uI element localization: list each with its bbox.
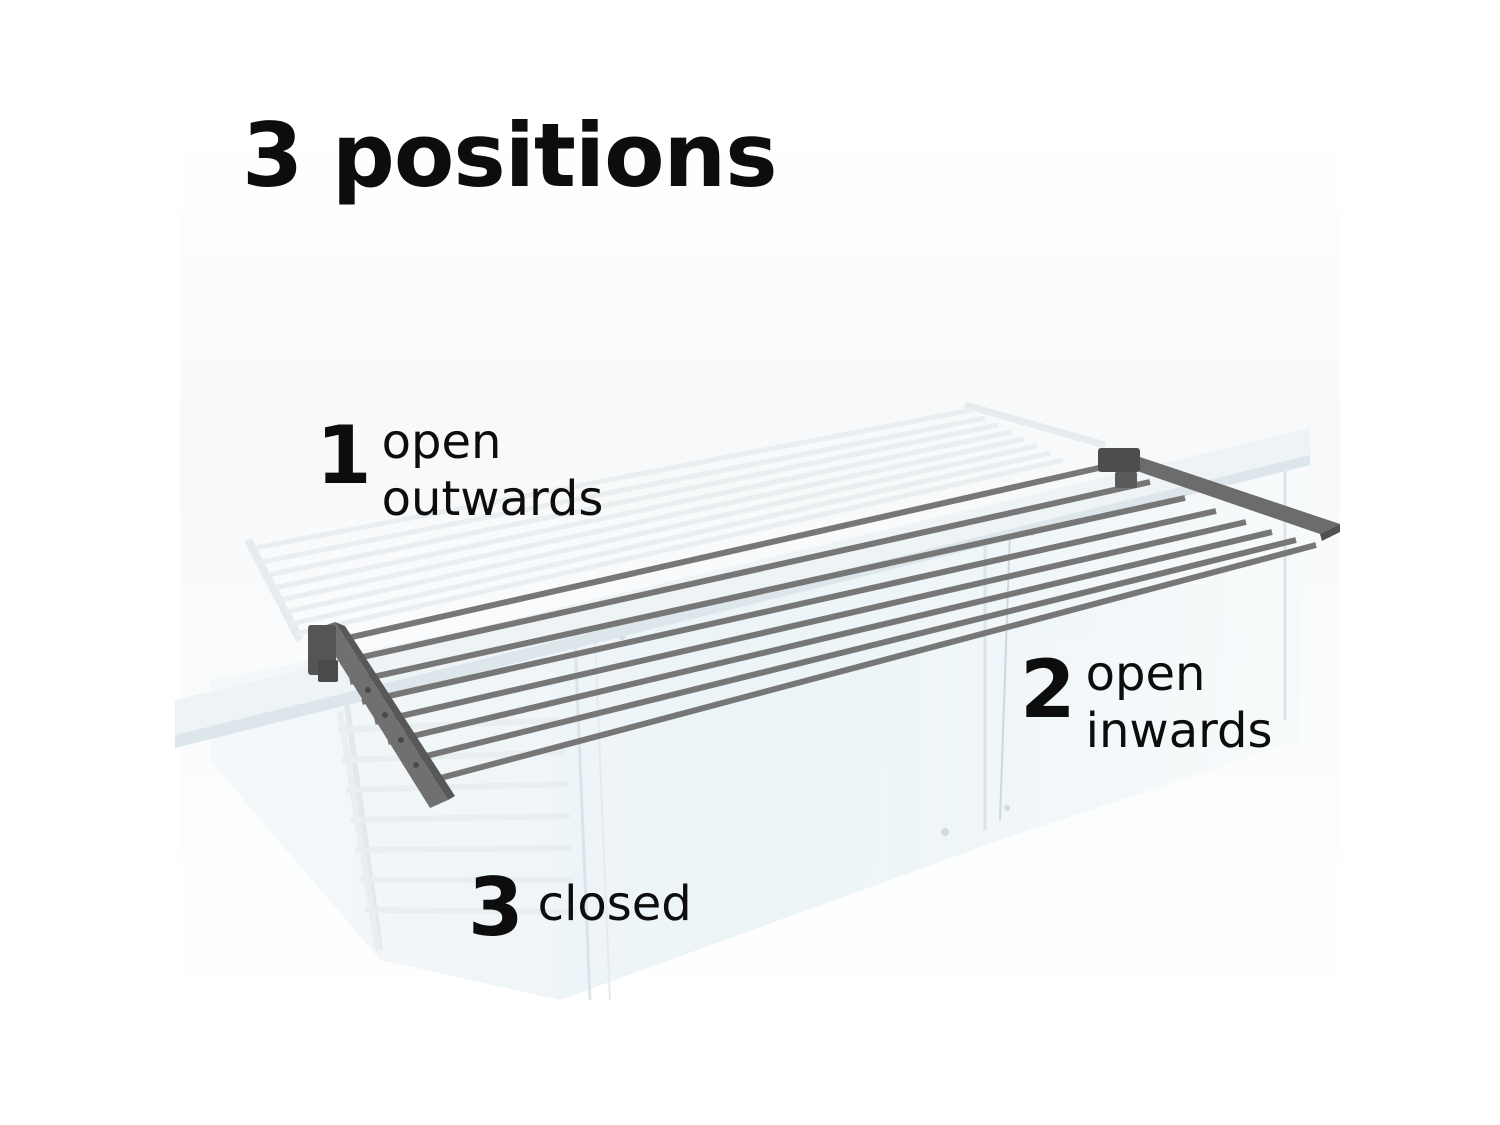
rack-open-outwards-ghost (244, 401, 1106, 642)
position-2-line1: open (1085, 646, 1206, 702)
position-1-line2: outwards (381, 470, 604, 527)
position-2-line2: inwards (1085, 702, 1273, 759)
position-1-line1: open (381, 414, 502, 470)
position-1-number: 1 (316, 409, 372, 502)
position-3-label: 3 closed (468, 868, 692, 948)
position-1-label: 1 open outwards (316, 409, 604, 527)
position-2-label: 2 open inwards (1020, 643, 1272, 759)
position-2-number: 2 (1020, 643, 1076, 736)
bracket-right (1098, 448, 1140, 472)
rack-open-inwards (308, 448, 1340, 808)
balcony-glass (210, 460, 1300, 1001)
page-title: 3 positions (242, 104, 778, 207)
position-3-text: closed (537, 875, 692, 932)
position-1-text: open outwards (382, 414, 604, 527)
position-2-text: open inwards (1086, 646, 1273, 759)
position-3-number: 3 (468, 861, 524, 954)
